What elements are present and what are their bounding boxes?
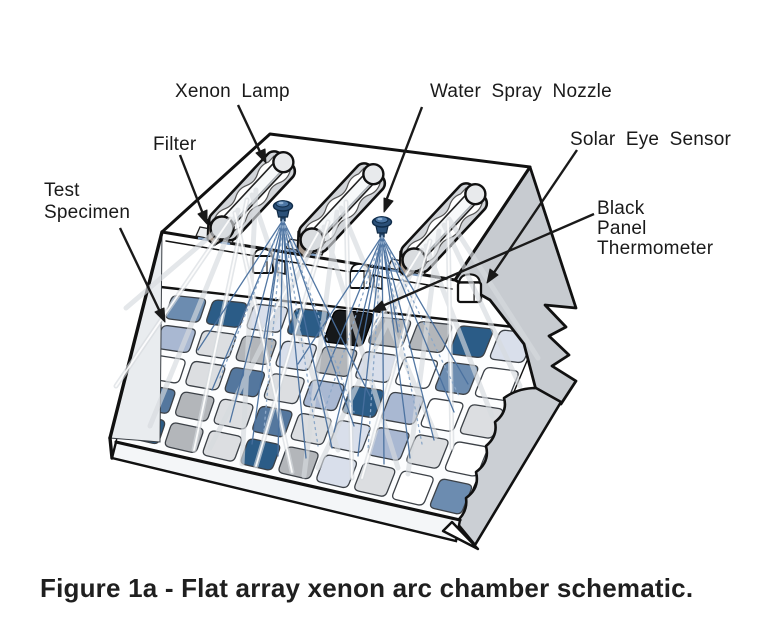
test-specimen-cell xyxy=(406,434,449,469)
water-spray-lines xyxy=(197,219,469,465)
right-wall xyxy=(453,165,578,406)
solar-eye-sensor-label: Solar Eye Sensor xyxy=(570,129,732,150)
filter-leader xyxy=(178,154,205,215)
lamp-light-beam-cores xyxy=(115,199,453,479)
water-spray-droplet-lines xyxy=(219,219,461,451)
test-specimen-label-line1: Test xyxy=(44,180,80,201)
water-spray-nozzle-label: Water Spray Nozzle xyxy=(430,81,612,102)
black-panel-thermometer-label-line3: Thermometer xyxy=(597,238,714,259)
water-spray-nozzle-leader xyxy=(384,106,424,202)
xenon-lamp-label: Xenon Lamp xyxy=(175,81,290,102)
filter-label: Filter xyxy=(153,134,197,155)
test-specimen-cell xyxy=(278,446,319,480)
lamp-tube-end xyxy=(464,182,487,206)
black-panel-thermometer-leader xyxy=(379,212,595,309)
leader-lines xyxy=(118,104,595,323)
black-panel-thermometer-arrowhead xyxy=(371,300,387,312)
xenon-lamp-arrowhead xyxy=(255,148,267,164)
lamp-tube-end xyxy=(272,150,295,174)
black-panel-thermometer-label-line2: Panel xyxy=(597,218,647,239)
water-spray-nozzles xyxy=(272,200,393,238)
test-specimen-cell xyxy=(434,361,479,395)
right-skirt xyxy=(454,386,563,547)
left-wall-outer-edge xyxy=(108,230,164,440)
test-specimen-leader xyxy=(118,227,163,315)
test-specimen-cell xyxy=(175,391,215,422)
labels: Xenon Lamp Water Spray Nozzle Filter Sol… xyxy=(44,81,732,259)
solar-eye-sensor-leader xyxy=(490,149,578,278)
xenon-lamp-leader xyxy=(236,104,263,155)
test-specimen-cell xyxy=(315,345,358,377)
skirt-left-cap xyxy=(108,436,114,460)
filter-arrowhead xyxy=(197,209,208,225)
test-specimen-cell xyxy=(429,478,473,515)
water-spray-nozzle-1 xyxy=(272,200,294,222)
test-specimen-cell xyxy=(392,470,434,506)
deck-front-edge xyxy=(114,440,462,522)
test-specimen-arrowhead xyxy=(154,307,166,323)
figure-caption: Figure 1a - Flat array xenon arc chamber… xyxy=(40,573,693,603)
test-specimen-label-line2: Specimen xyxy=(44,202,130,223)
solar-eye-sensor-arrowhead xyxy=(486,268,499,284)
test-specimen-cell xyxy=(474,366,519,401)
lamp-tube-end xyxy=(362,162,385,186)
black-panel-thermometer-label-line1: Black xyxy=(597,198,645,219)
corner-flap xyxy=(441,520,480,551)
water-spray-nozzle-arrowhead xyxy=(383,197,394,213)
